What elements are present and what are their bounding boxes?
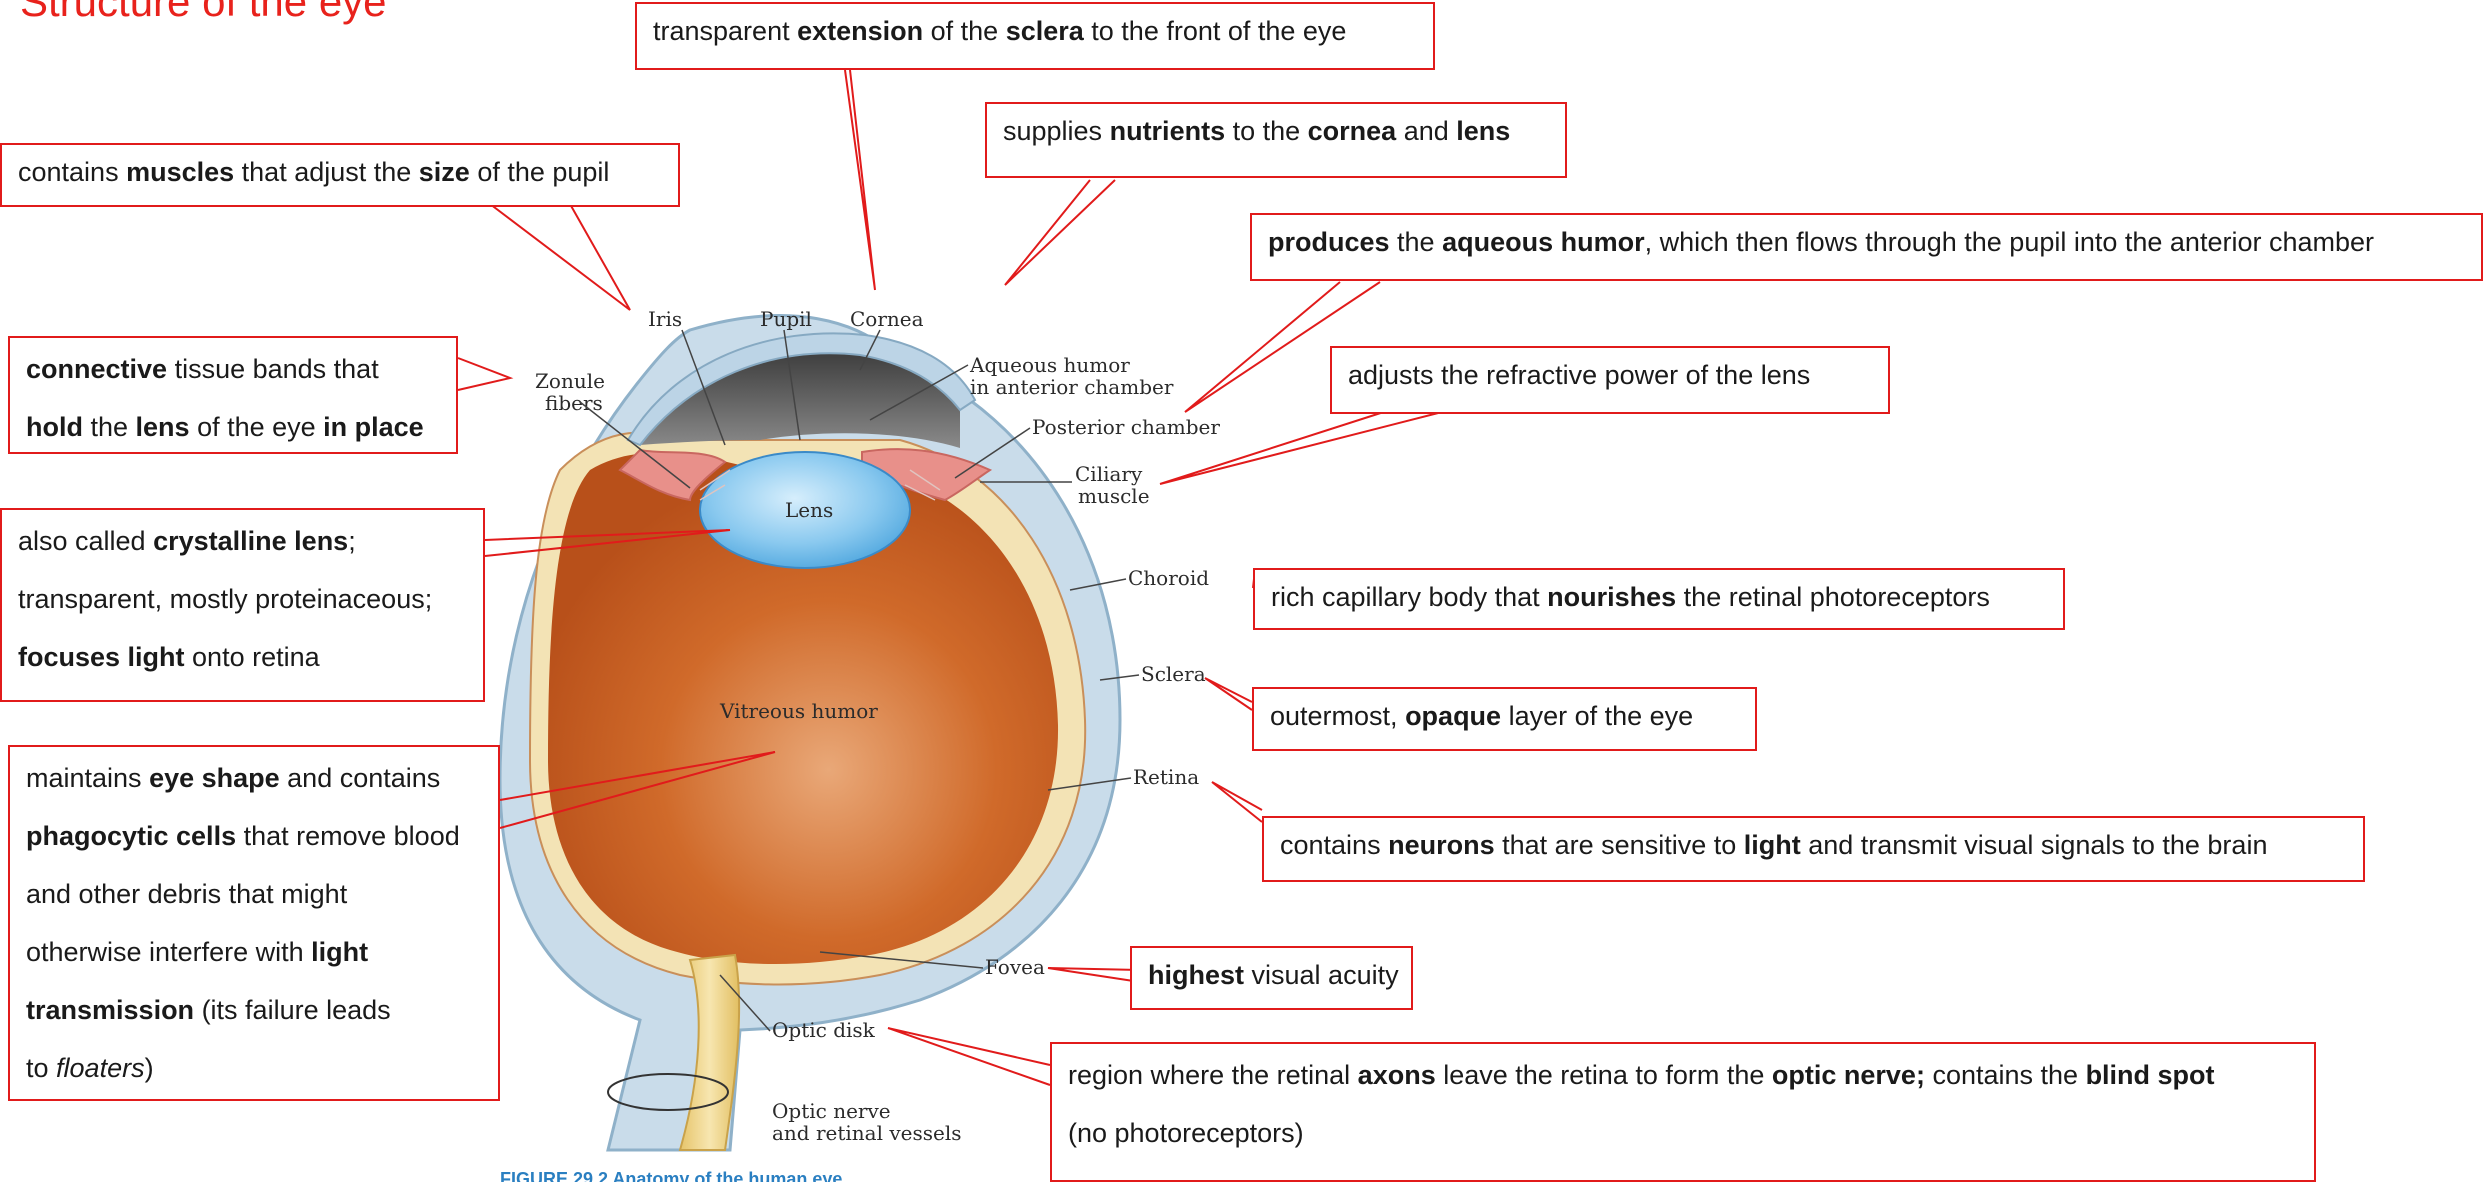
callout-zonule: connective tissue bands that hold the le… [8, 336, 458, 454]
callout-fovea-text: highest visual acuity [1148, 960, 1399, 990]
callout-posterior-text: produces the aqueous humor, which then f… [1268, 227, 2374, 257]
label-optic-nerve-1: Optic nerve [772, 1099, 891, 1123]
callout-vitreous-line-6: to floaters) [26, 1039, 482, 1097]
label-optic-nerve-2: and retinal vessels [772, 1121, 962, 1145]
label-pupil: Pupil [760, 307, 812, 331]
label-ciliary-2: muscle [1078, 484, 1150, 508]
label-zonule-2: fibers [545, 391, 603, 415]
label-optic-disk: Optic disk [772, 1018, 876, 1042]
label-sclera: Sclera [1141, 662, 1206, 686]
callout-lens-line-1: also called crystalline lens; [18, 512, 467, 570]
callout-vitreous-line-2: phagocytic cells that remove blood [26, 807, 482, 865]
callout-cornea-text: transparent extension of the sclera to t… [653, 16, 1346, 46]
figure-caption: FIGURE 29.2 Anatomy of the human eye [500, 1169, 842, 1182]
callout-iris: contains muscles that adjust the size of… [0, 143, 680, 207]
callout-sclera-text: outermost, opaque layer of the eye [1270, 701, 1693, 731]
callout-lens: also called crystalline lens; transparen… [0, 508, 485, 702]
callout-sclera: outermost, opaque layer of the eye [1252, 687, 1757, 751]
callout-ciliary: adjusts the refractive power of the lens [1330, 346, 1890, 414]
callout-optic-line-1: region where the retinal axons leave the… [1068, 1046, 2298, 1104]
callout-aqueous-text: supplies nutrients to the cornea and len… [1003, 116, 1510, 146]
callout-iris-text: contains muscles that adjust the size of… [18, 157, 609, 187]
callout-ciliary-text: adjusts the refractive power of the lens [1348, 360, 1810, 390]
callout-posterior: produces the aqueous humor, which then f… [1250, 213, 2483, 281]
label-zonule-1: Zonule [535, 369, 605, 393]
callout-choroid-text: rich capillary body that nourishes the r… [1271, 582, 1990, 612]
callout-lens-line-3: focuses light onto retina [18, 628, 467, 686]
callout-vitreous-line-3: and other debris that might [26, 865, 482, 923]
callout-vitreous-line-5: transmission (its failure leads [26, 981, 482, 1039]
callout-vitreous-line-4: otherwise interfere with light [26, 923, 482, 981]
callout-retina-text: contains neurons that are sensitive to l… [1280, 830, 2267, 860]
callout-zonule-line-2: hold the lens of the eye in place [26, 398, 440, 456]
callout-lens-line-2: transparent, mostly proteinaceous; [18, 570, 467, 628]
label-aqueous-2: in anterior chamber [970, 375, 1174, 399]
callout-vitreous: maintains eye shape and contains phagocy… [8, 745, 500, 1101]
label-aqueous-1: Aqueous humor [969, 353, 1130, 377]
label-posterior: Posterior chamber [1032, 415, 1220, 439]
label-ciliary-1: Ciliary [1075, 462, 1143, 486]
callout-vitreous-line-1: maintains eye shape and contains [26, 749, 482, 807]
label-cornea: Cornea [850, 307, 924, 331]
callout-optic-disk: region where the retinal axons leave the… [1050, 1042, 2316, 1182]
callout-choroid: rich capillary body that nourishes the r… [1253, 568, 2065, 630]
callout-retina: contains neurons that are sensitive to l… [1262, 816, 2365, 882]
label-iris: Iris [648, 307, 682, 331]
callout-fovea: highest visual acuity [1130, 946, 1413, 1010]
label-lens: Lens [785, 498, 833, 522]
label-fovea: Fovea [985, 955, 1045, 979]
label-vitreous: Vitreous humor [719, 699, 878, 723]
callout-aqueous: supplies nutrients to the cornea and len… [985, 102, 1567, 178]
callout-optic-line-2: (no photoreceptors) [1068, 1104, 2298, 1162]
callout-zonule-line-1: connective tissue bands that [26, 340, 440, 398]
label-choroid: Choroid [1128, 566, 1209, 590]
callout-cornea: transparent extension of the sclera to t… [635, 2, 1435, 70]
label-retina: Retina [1133, 765, 1199, 789]
